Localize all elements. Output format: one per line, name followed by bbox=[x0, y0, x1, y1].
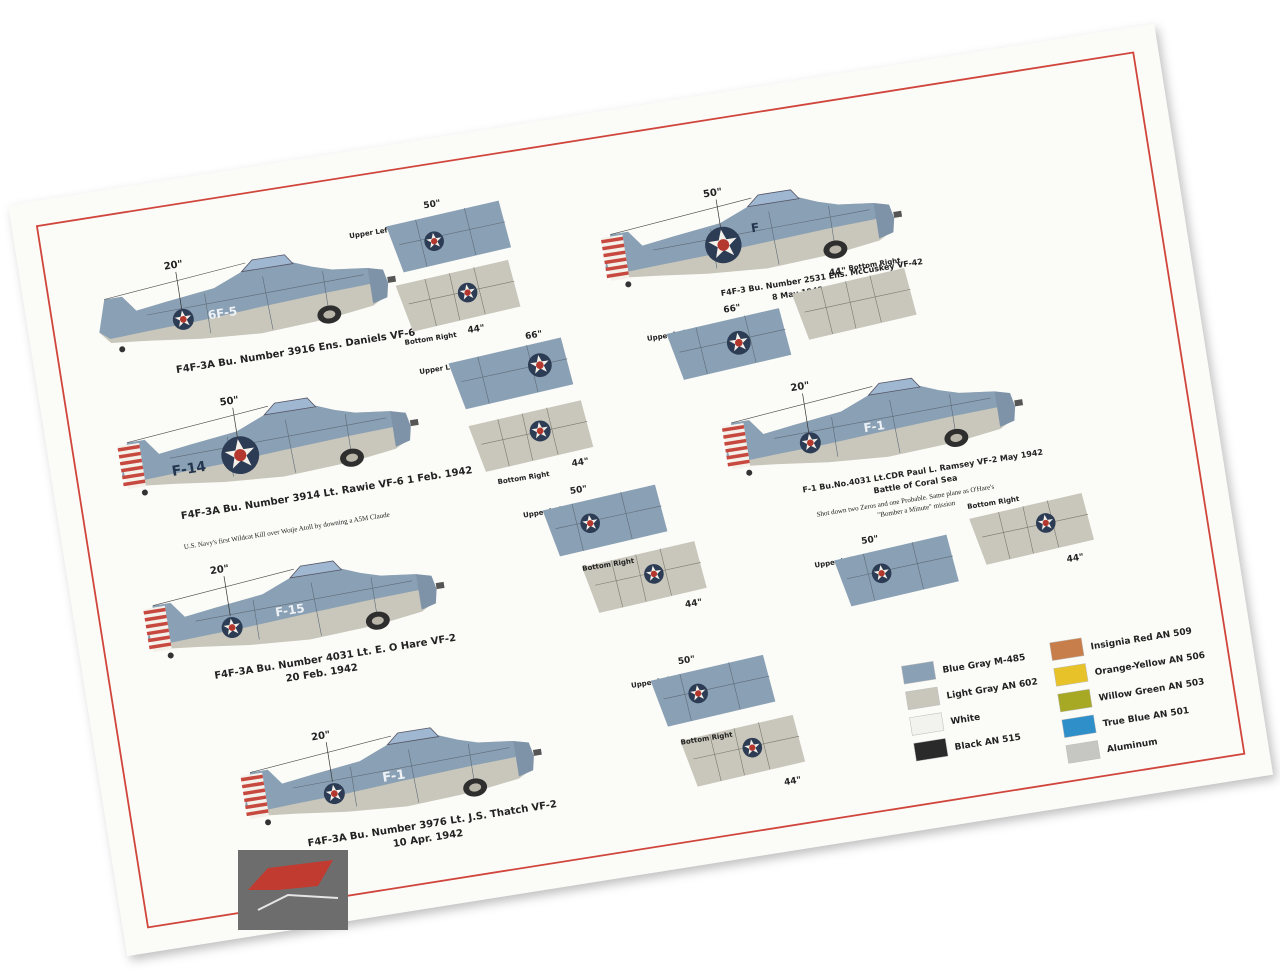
dimension-label: 20" bbox=[311, 730, 332, 744]
wing-dim: 50" bbox=[677, 655, 696, 668]
legend-item: White bbox=[909, 712, 981, 736]
dimension-label: 20" bbox=[790, 380, 811, 394]
aircraft-code: F-15 bbox=[274, 601, 305, 619]
wing-dim: 50" bbox=[861, 534, 880, 547]
legend-swatch bbox=[909, 712, 945, 736]
aircraft-code: 6F-5 bbox=[207, 304, 238, 322]
aircraft-code: F-14 bbox=[171, 459, 208, 480]
wing-dim: 50" bbox=[423, 199, 442, 212]
dimension-label: 50" bbox=[219, 395, 240, 409]
wing-set-3: Upper Left 50" Bottom Right 44" bbox=[523, 483, 709, 615]
dimension-label: 20" bbox=[209, 563, 230, 577]
legend-swatch bbox=[1053, 663, 1089, 687]
legend-swatch bbox=[1065, 740, 1101, 764]
aircraft-code: F bbox=[750, 220, 760, 235]
dimension-label: 20" bbox=[163, 259, 184, 273]
aircraft-code: F-1 bbox=[381, 767, 406, 785]
brand-logo bbox=[238, 850, 348, 930]
wing-dim: 50" bbox=[569, 484, 588, 497]
wing-dim: 44" bbox=[828, 266, 847, 279]
legend-swatch bbox=[1061, 714, 1097, 738]
wing-dim: 66" bbox=[525, 329, 544, 342]
legend-swatch bbox=[1057, 688, 1093, 713]
legend-swatch bbox=[913, 738, 949, 762]
legend-swatch bbox=[1049, 637, 1085, 661]
wing-dim: 44" bbox=[1066, 553, 1085, 566]
legend-swatch bbox=[901, 661, 937, 685]
red-border bbox=[35, 51, 1246, 929]
wing-dim: 44" bbox=[571, 457, 590, 470]
wing-dim: 66" bbox=[723, 303, 742, 316]
dimension-label: 50" bbox=[702, 187, 723, 201]
legend-label: White bbox=[950, 713, 981, 728]
legend-swatch bbox=[905, 686, 941, 711]
wing-dim: 44" bbox=[684, 598, 703, 611]
wing-dim: 44" bbox=[467, 323, 486, 336]
wing-dim: 44" bbox=[783, 775, 802, 788]
aircraft-code: F-1 bbox=[863, 418, 886, 435]
